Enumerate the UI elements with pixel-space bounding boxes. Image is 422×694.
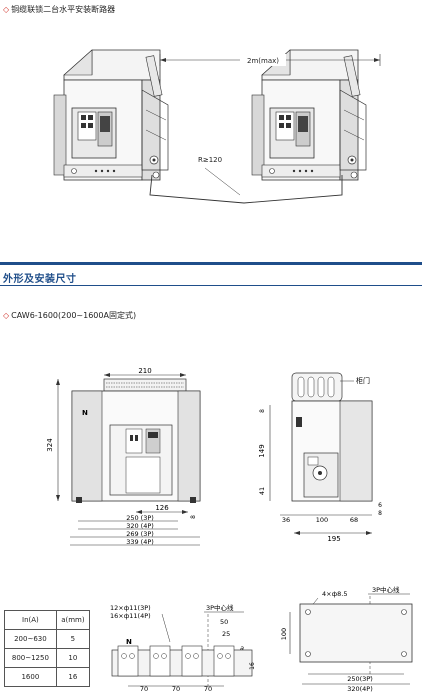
dim-324: 324 [46, 438, 54, 452]
table-cell: 800~1250 [4, 648, 57, 668]
breaker-left [53, 49, 169, 181]
dim-8-front: 8 [190, 515, 197, 519]
mount-dim-250: 250(3P) [347, 675, 373, 683]
dim-100: 100 [316, 516, 328, 524]
table-row: 1600 16 [4, 667, 91, 687]
dim-149: 149 [258, 444, 266, 457]
interlock-drawing: 2m(max) R≥120 [53, 49, 381, 204]
dim-70-1: 70 [140, 685, 148, 693]
mount-hole-label: 4×ф8.5 [322, 590, 347, 598]
terminal-view: 12×ф11(3P) 16×ф11(4P) 3P中心线 N 50 25 a 16… [110, 603, 256, 693]
table-row: 200~630 5 [4, 629, 91, 649]
side-view: 柜门 8 149 41 36 100 68 6 8 195 [258, 372, 382, 543]
table-header-row: In(A) a(mm) [4, 610, 91, 630]
radius-label: R≥120 [198, 156, 222, 164]
center-label-terminal: 3P中心线 [206, 603, 234, 612]
section1-caption-text: 铜缆联锁二台水平安装断路器 [11, 5, 116, 14]
table-cell: 5 [55, 629, 91, 649]
dim-126: 126 [155, 504, 169, 512]
center-label-mount: 3P中心线 [372, 585, 400, 594]
dim-50: 50 [220, 618, 228, 626]
diamond-icon: ◇ [3, 311, 10, 320]
dim-70-2: 70 [172, 685, 180, 693]
dim-36: 36 [282, 516, 290, 524]
dim-16: 16 [249, 662, 256, 670]
front-marker: N [82, 409, 88, 417]
table-header: In(A) [4, 610, 57, 630]
model-caption-text: CAW6-1600(200~1600A固定式) [11, 311, 137, 320]
hole-label-4p: 16×ф11(4P) [110, 612, 151, 620]
mount-dim-320: 320(4P) [347, 685, 373, 693]
section2-title: 外形及安装尺寸 [3, 274, 77, 285]
dim-a: a [240, 644, 244, 652]
dim-25: 25 [222, 630, 230, 638]
dim-210: 210 [138, 367, 151, 375]
table-row: 800~1250 10 [4, 648, 91, 668]
dim-6: 6 [378, 502, 382, 509]
section1-caption: ◇铜缆联锁二台水平安装断路器 [3, 4, 115, 15]
dim-195: 195 [327, 535, 340, 543]
dim-70-3: 70 [204, 685, 212, 693]
dim-8-side: 8 [259, 409, 266, 413]
front-view: 210 N 324 126 8 250 (3P) 320 (4P) 269 (3… [46, 367, 201, 546]
mount-dim-100: 100 [280, 628, 288, 640]
dim-8-right: 8 [378, 510, 382, 517]
hole-label-3p: 12×ф11(3P) [110, 604, 151, 612]
dim-41: 41 [258, 487, 266, 495]
dim-width-1: 250 (3P) [126, 514, 154, 522]
section-rule [0, 262, 422, 265]
table-cell: 10 [55, 648, 91, 668]
table-cell: 200~630 [4, 629, 57, 649]
table-cell: 1600 [4, 667, 57, 687]
terminal-marker: N [126, 638, 132, 646]
interlock-cable [149, 174, 343, 204]
dim-width-3: 269 (3P) [126, 530, 154, 538]
table-header: a(mm) [55, 610, 91, 630]
breaker-right [251, 49, 367, 181]
current-table: In(A) a(mm) 200~630 5 800~1250 10 1600 1… [4, 610, 91, 687]
door-label: 柜门 [356, 376, 370, 385]
model-caption: ◇CAW6-1600(200~1600A固定式) [3, 310, 136, 321]
distance-label: 2m(max) [247, 57, 279, 65]
diamond-icon: ◇ [3, 5, 10, 14]
dim-width-2: 320 (4P) [126, 522, 154, 530]
dim-width-4: 339 (4P) [126, 538, 154, 546]
mount-view: 4×ф8.5 3P中心线 100 250(3P) 320(4P) [280, 585, 413, 693]
table-cell: 16 [55, 667, 91, 687]
dim-68: 68 [350, 516, 358, 524]
section-rule-thin [0, 285, 422, 286]
